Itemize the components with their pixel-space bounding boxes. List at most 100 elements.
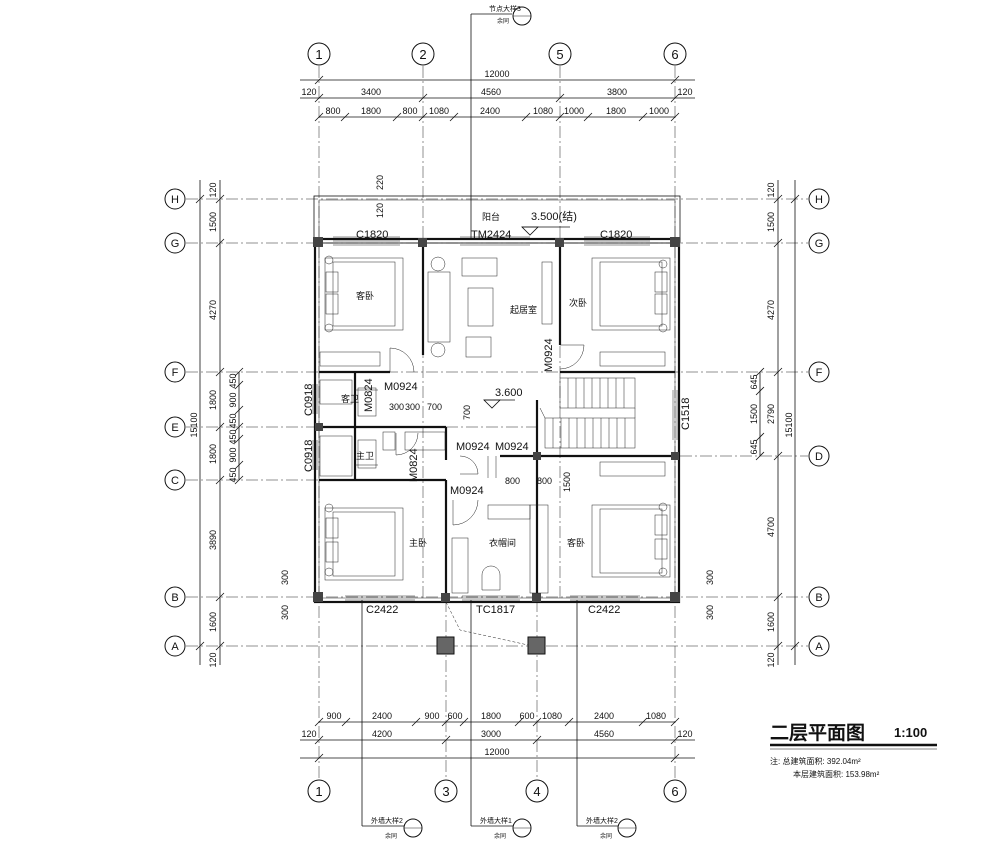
axis-label-left-g: G [171,238,180,250]
bottom-detail-3-sub: 余同 [600,832,612,840]
dim-right-inner-1: 1500 [749,404,759,424]
bottom-detail-3: 外墙大样2 [586,816,618,825]
dim-top-r2-4: 2400 [480,106,500,116]
dim-bot-total: 12000 [484,747,509,757]
right-dimensions: 15100 120 1500 4270 2790 4700 1600 120 6… [749,180,800,668]
dim-bot-r1-3: 4560 [594,729,614,739]
dim-top-total: 12000 [484,69,509,79]
axis-label-right-b: B [815,592,822,604]
windows [312,236,678,601]
dim-top-r2-5: 1080 [533,106,553,116]
dim-top-r1-2: 4560 [481,87,501,97]
dim-left-inner-2: 450 [228,413,238,428]
axis-label-bottom-6: 6 [671,784,678,799]
dim-misc-300b: 300 [280,605,290,620]
room-living: 起居室 [510,304,537,315]
dim-right-1: 1500 [766,212,776,232]
axis-label-left-c: C [171,475,179,487]
dim-left-4: 1800 [208,444,218,464]
axis-label-right-h: H [815,194,823,206]
axis-label-left-b: B [171,592,178,604]
dim-left-inner-3: 450 [228,429,238,444]
top-detail-sub: 余同 [497,17,509,25]
dim-top-r2-8: 1000 [649,106,669,116]
dim-left-1: 1500 [208,212,218,232]
left-dimensions: 15100 120 1500 4270 1800 1800 3890 1600 … [189,180,244,668]
dim-right-4: 4700 [766,517,776,537]
bottom-axis-markers: 1 3 4 6 [307,779,687,803]
dim-top-r2-3: 1080 [429,106,449,116]
dim-misc-1500b: 1500 [562,472,572,492]
room-guest-1: 客卧 [356,290,374,301]
dim-left-inner-1: 900 [228,392,238,407]
room-labels: 阳台 3.500(结) 3.600 客卧 起居室 次卧 客卫 主卫 主卧 衣帽间… [341,210,587,548]
dim-bot-r2-8: 1080 [646,711,666,721]
right-axis-markers: H G F D B A [808,188,830,657]
dim-bot-r2-3: 600 [447,711,462,721]
axis-label-left-a: A [171,641,179,653]
dim-left-5: 3890 [208,530,218,550]
dim-right-5: 1600 [766,612,776,632]
axis-label-left-h: H [171,194,179,206]
axis-lines [186,66,808,778]
dim-misc-700a: 300 [389,402,404,412]
dim-left-7: 120 [208,652,218,667]
dim-misc-120: 120 [375,203,385,218]
dim-misc-560: 800 [537,476,552,486]
title-block: 二层平面图 1:100 注: 总建筑面积: 392.04m² 本层建筑面积: 1… [770,722,937,779]
axis-label-top-6: 6 [671,47,678,62]
wardrobes [319,351,666,594]
elev-floor: 3.600 [495,387,523,399]
bath-fixtures [319,379,446,477]
label-m0924-b: M0924 [543,338,555,372]
dim-bot-r2-7: 2400 [594,711,614,721]
dim-bot-r1-0: 120 [301,729,316,739]
dim-right-6: 120 [766,652,776,667]
axis-label-top-5: 5 [556,47,563,62]
bed-guest-2 [591,502,671,578]
label-m0924-a: M0924 [384,381,418,393]
dim-top-r2-0: 800 [325,106,340,116]
room-guest-2: 客卧 [567,537,585,548]
dim-misc-800b: 700 [462,405,472,420]
label-c1518: C1518 [680,398,692,430]
label-m0924-c: M0924 [456,441,490,453]
dim-top-r2-7: 1800 [606,106,626,116]
top-detail-callout: 节点大样3 余同 [470,4,532,240]
axis-label-bottom-4: 4 [533,784,540,799]
label-m0824-b: M0824 [408,448,420,482]
bottom-dimensions: 900 2400 900 600 1800 600 1080 2400 1080… [300,711,695,763]
dim-left-2: 4270 [208,300,218,320]
building-walls [313,195,681,655]
dim-right-inner-0: 645 [749,374,759,389]
dim-misc-1500a: 800 [505,476,520,486]
dim-misc-300d: 300 [705,605,715,620]
dim-bot-r2-2: 900 [424,711,439,721]
label-c0918-b: C0918 [303,440,315,472]
label-tc1817: TC1817 [476,604,515,616]
dim-bot-r1-2: 3000 [481,729,501,739]
inner-dimensions: 300 300 700 700 800 800 1500 220 120 300… [280,175,715,620]
label-c2422-left: C2422 [366,604,398,616]
dim-right-0: 120 [766,182,776,197]
room-bath-1: 客卫 [341,393,359,404]
dim-misc-800a: 700 [427,402,442,412]
top-axis-markers: 1 2 5 6 [307,42,687,66]
dim-misc-220: 220 [375,175,385,190]
dim-right-inner-2: 645 [749,439,759,454]
room-second: 次卧 [569,297,587,308]
axis-label-left-f: F [172,367,179,379]
axis-label-right-d: D [815,451,823,463]
note-floor-area: 本层建筑面积: 153.98m² [793,769,880,779]
dim-right-2: 4270 [766,300,776,320]
label-c1820-left: C1820 [356,229,388,241]
bed-second [591,257,671,333]
dim-bot-r1-1: 4200 [372,729,392,739]
drawing-scale: 1:100 [894,725,927,740]
label-m0924-e: M0924 [450,485,484,497]
axis-label-right-a: A [815,641,823,653]
opening-labels: C1820 TM2424 C1820 M0924 M0924 M0924 M09… [303,229,692,616]
dim-bot-r2-4: 1800 [481,711,501,721]
axis-label-top-2: 2 [419,47,426,62]
dim-bot-r2-1: 2400 [372,711,392,721]
